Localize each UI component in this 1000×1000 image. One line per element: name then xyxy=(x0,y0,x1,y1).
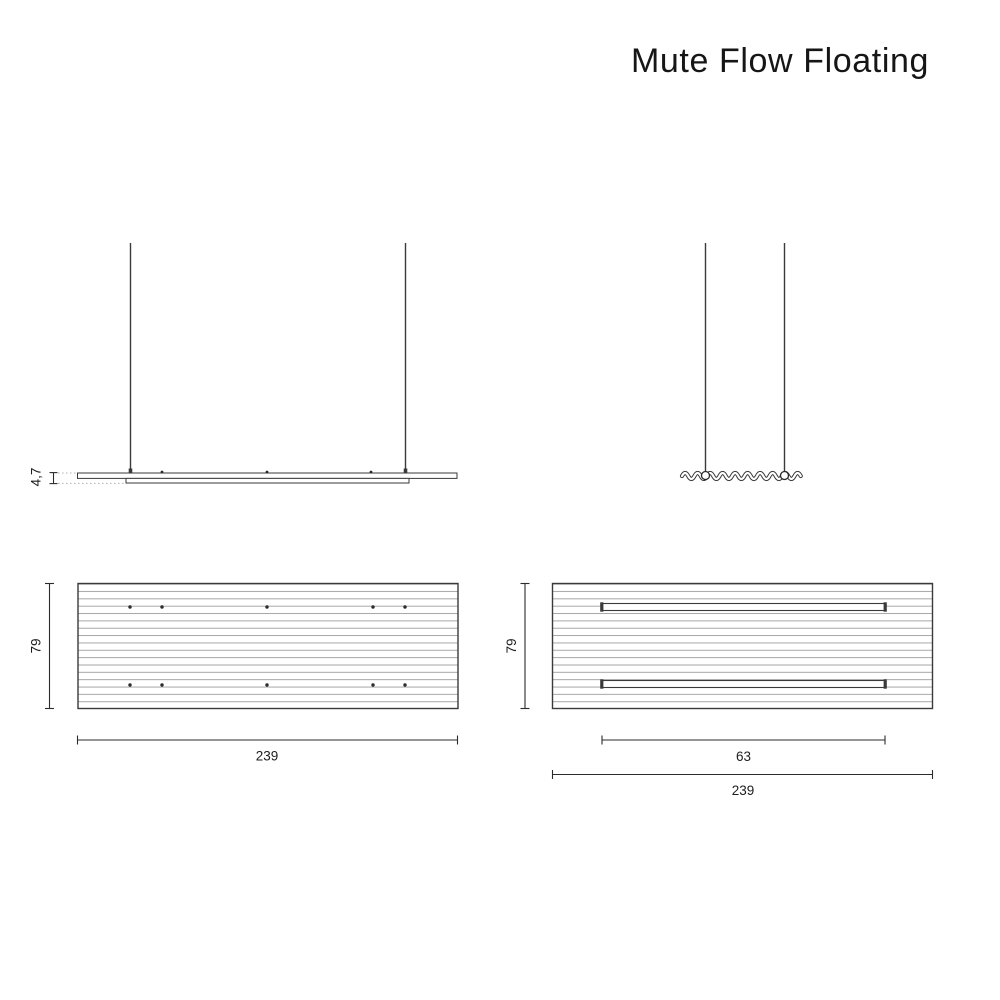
fixing-dot xyxy=(265,470,269,474)
side-view-drawing: 4,7 xyxy=(29,243,458,486)
mounting-dot xyxy=(160,605,164,609)
dimension-depth-left: 79 xyxy=(29,582,54,710)
wire-mount-ring xyxy=(779,470,790,481)
page-title: Mute Flow Floating xyxy=(630,42,930,80)
fixing-dot xyxy=(369,470,373,474)
front-view-drawing xyxy=(679,243,803,482)
mounting-dot xyxy=(403,683,407,687)
fixing-dot xyxy=(160,470,164,474)
dimension-label-length: 239 xyxy=(732,783,755,798)
wire-mount-ring xyxy=(700,470,711,481)
mounting-dot xyxy=(128,683,132,687)
dimension-slot-length: 63 xyxy=(601,735,886,764)
mounting-dot xyxy=(265,605,269,609)
dimension-label-slot-length: 63 xyxy=(736,749,751,764)
dimension-label-depth: 79 xyxy=(504,638,519,653)
panel-top-bar xyxy=(77,472,458,479)
dimension-label-thickness: 4,7 xyxy=(29,468,44,487)
dimension-length-right: 239 xyxy=(551,770,934,798)
dimension-thickness: 4,7 xyxy=(29,468,125,487)
mounting-dot xyxy=(371,605,375,609)
plan-view-right-drawing: 79 63 239 xyxy=(504,582,934,798)
wire-anchor xyxy=(403,468,408,474)
mounting-dot xyxy=(265,683,269,687)
panel-bottom-bar xyxy=(125,477,410,484)
panel-body xyxy=(77,582,459,710)
plan-view-left-drawing: 79 239 xyxy=(29,582,459,764)
dimension-label-length: 239 xyxy=(256,749,279,764)
dimension-depth-right: 79 xyxy=(504,582,530,710)
dimension-length-left: 239 xyxy=(76,735,459,764)
dimension-label-depth: 79 xyxy=(29,638,44,653)
wire-anchor xyxy=(128,468,133,474)
mounting-dot xyxy=(371,683,375,687)
slot-top xyxy=(600,602,887,612)
slot-bottom xyxy=(600,679,887,689)
mounting-dot xyxy=(160,683,164,687)
mounting-dot xyxy=(403,605,407,609)
panel-body xyxy=(551,582,934,710)
mounting-dot xyxy=(128,605,132,609)
